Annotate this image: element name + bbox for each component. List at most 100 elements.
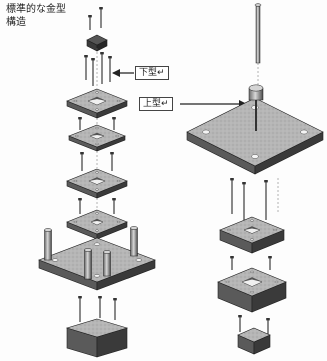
upper-die-plate-corner-hole bbox=[300, 129, 308, 135]
lower-plate-3-hole-wall bbox=[89, 177, 105, 181]
lower-plate-3-corner-hole bbox=[116, 179, 121, 182]
guide-post-body bbox=[44, 229, 52, 261]
guide-post bbox=[130, 226, 138, 257]
pin bbox=[268, 256, 272, 270]
upper-plate-2-corner-hole bbox=[250, 219, 254, 222]
lower-plate-4 bbox=[66, 209, 128, 240]
upper-bottom-part bbox=[237, 327, 271, 355]
long-pin-head bbox=[254, 3, 262, 7]
guide-post-top bbox=[103, 250, 111, 254]
pin bbox=[78, 198, 82, 214]
guide-post-top bbox=[130, 226, 138, 230]
pin-head bbox=[266, 318, 270, 321]
lower-base-plate-corner-hole bbox=[135, 258, 142, 262]
lower-plate-1 bbox=[66, 88, 128, 119]
lower-plate-1-corner-hole bbox=[116, 99, 121, 102]
pin bbox=[100, 52, 104, 84]
lower-plate-4-corner-hole bbox=[95, 229, 99, 232]
long-ejector-pin bbox=[254, 3, 262, 64]
punch-block-top-face bbox=[86, 34, 108, 46]
pin-head bbox=[238, 315, 242, 318]
upper-plate-2-corner-hole bbox=[250, 238, 254, 241]
guide-post-top bbox=[84, 248, 92, 252]
guide-post-body bbox=[130, 227, 138, 257]
lower-die-stack bbox=[38, 7, 156, 358]
guide-post-top bbox=[44, 228, 52, 232]
lower-plate-3 bbox=[66, 168, 128, 199]
lower-plate-1-corner-hole bbox=[73, 99, 78, 102]
lower-plate-4-corner-hole bbox=[95, 212, 99, 215]
pin bbox=[112, 117, 116, 130]
diagram-title: 標準的な金型 構造 bbox=[6, 3, 66, 29]
lower-plate-1-hole-wall bbox=[88, 97, 106, 101]
upper-die-plate bbox=[186, 97, 324, 175]
pin bbox=[110, 152, 114, 171]
upper-plate-3-corner-hole bbox=[274, 280, 279, 284]
pin-head bbox=[242, 182, 246, 185]
lower-plate-3-corner-hole bbox=[73, 179, 78, 182]
lower-base-plate-corner-hole bbox=[93, 274, 101, 278]
guide-post-body bbox=[84, 249, 92, 280]
pin-head bbox=[91, 58, 95, 61]
upper-plate-3 bbox=[217, 267, 287, 313]
lower-plate-2-corner-hole bbox=[115, 134, 119, 137]
upper-die-plate-corner-hole bbox=[251, 154, 259, 159]
upper-plate-3-corner-hole bbox=[250, 291, 254, 294]
pin bbox=[99, 7, 103, 28]
lower-base-plate bbox=[38, 237, 156, 291]
pin-head bbox=[78, 296, 82, 299]
upper-die-stack bbox=[186, 3, 324, 355]
pin-head bbox=[99, 7, 103, 10]
pin-head bbox=[98, 296, 102, 299]
upper-plate-2-corner-hole bbox=[227, 228, 231, 231]
pin bbox=[78, 117, 82, 130]
pin-head bbox=[88, 15, 92, 18]
guide-post-top bbox=[248, 84, 264, 92]
pin bbox=[264, 180, 268, 220]
upper-plate-2-hole-wall bbox=[244, 226, 260, 230]
guide-post bbox=[44, 228, 52, 261]
pin-head bbox=[80, 152, 84, 155]
lower-bottom-block bbox=[65, 318, 129, 358]
pin-head bbox=[100, 52, 104, 55]
pin bbox=[78, 296, 82, 322]
pin-head bbox=[78, 117, 82, 120]
lower-plate-2-corner-hole bbox=[95, 142, 99, 145]
guide-post bbox=[84, 248, 92, 280]
lower-plate-2 bbox=[68, 124, 126, 152]
pin bbox=[242, 182, 246, 220]
lower-plate-3-corner-hole bbox=[95, 171, 99, 174]
upper-bottom-part-top-face bbox=[237, 327, 271, 343]
long-pin-body bbox=[255, 4, 261, 64]
lower-plate-2-hole-wall bbox=[90, 133, 104, 136]
lower-plate-2-corner-hole bbox=[75, 134, 79, 137]
pin bbox=[98, 296, 102, 318]
pin bbox=[84, 55, 88, 80]
guide-post bbox=[103, 250, 111, 277]
pin bbox=[112, 198, 116, 214]
upper-plate-3-corner-hole bbox=[250, 270, 254, 273]
pin bbox=[88, 15, 92, 30]
lower-bottom-block-top-face bbox=[65, 318, 129, 338]
lower-base-plate-corner-hole bbox=[52, 258, 59, 262]
pin-head bbox=[112, 198, 116, 201]
pin bbox=[80, 152, 84, 171]
pin-head bbox=[268, 256, 272, 259]
pin bbox=[238, 315, 242, 332]
upper-plate-2-corner-hole bbox=[273, 228, 277, 231]
guide-post-body bbox=[103, 251, 111, 277]
upper-plate-2 bbox=[219, 216, 285, 254]
pin bbox=[113, 298, 117, 320]
upper-plate-3-corner-hole bbox=[225, 280, 230, 284]
pin bbox=[91, 58, 95, 86]
lower-plate-4-corner-hole bbox=[73, 220, 78, 223]
lower-plate-3-corner-hole bbox=[95, 188, 99, 191]
pin-head bbox=[78, 198, 82, 201]
punch-block bbox=[86, 34, 108, 52]
lower-die-label: 下型↵ bbox=[135, 66, 169, 80]
pin-head bbox=[84, 55, 88, 58]
title-line-2: 構造 bbox=[6, 17, 26, 28]
lower-plate-1-corner-hole bbox=[95, 108, 99, 111]
title-line-1: 標準的な金型 bbox=[6, 4, 66, 15]
